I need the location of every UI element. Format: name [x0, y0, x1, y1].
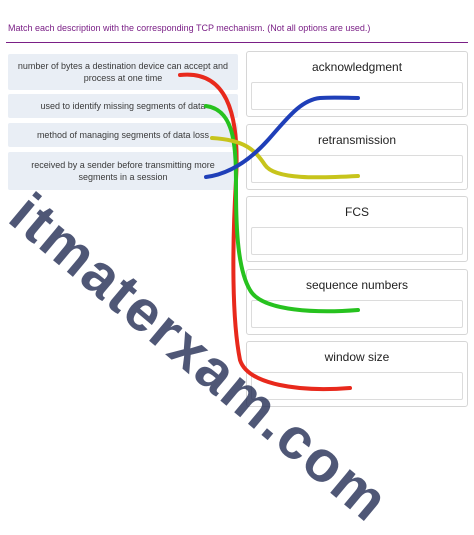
description-text: number of bytes a destination device can… [17, 61, 229, 83]
description-text: method of managing segments of data loss [36, 130, 210, 140]
target-window-size[interactable]: window size [246, 341, 468, 407]
target-fcs[interactable]: FCS [246, 196, 468, 262]
target-acknowledgment[interactable]: acknowledgment [246, 51, 468, 117]
target-label: sequence numbers [305, 278, 409, 292]
drop-slot[interactable] [251, 155, 463, 183]
target-label: retransmission [317, 133, 397, 147]
matching-question: Match each description with the correspo… [0, 23, 468, 535]
target-label: acknowledgment [311, 60, 403, 74]
drop-slot[interactable] [251, 372, 463, 400]
description-item-window-size[interactable]: number of bytes a destination device can… [8, 54, 238, 90]
question-instruction: Match each description with the correspo… [8, 23, 371, 33]
description-text: received by a sender before transmitting… [31, 160, 215, 182]
description-item-sequence-numbers[interactable]: used to identify missing segments of dat… [8, 94, 238, 118]
target-label: FCS [345, 205, 369, 219]
description-item-acknowledgment[interactable]: received by a sender before transmitting… [8, 152, 238, 190]
header-divider [6, 42, 468, 43]
target-sequence-numbers[interactable]: sequence numbers [246, 269, 468, 335]
description-item-retransmission[interactable]: method of managing segments of data loss [8, 123, 238, 147]
description-text: used to identify missing segments of dat… [40, 101, 206, 111]
target-retransmission[interactable]: retransmission [246, 124, 468, 190]
drop-slot[interactable] [251, 300, 463, 328]
drop-slot[interactable] [251, 227, 463, 255]
drop-slot[interactable] [251, 82, 463, 110]
target-label: window size [324, 350, 390, 364]
